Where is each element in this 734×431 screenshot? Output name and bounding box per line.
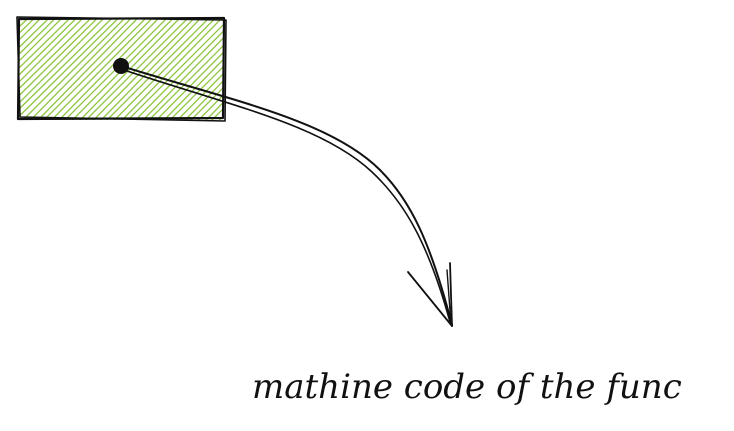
arrowhead-right (449, 262, 453, 327)
hatch-line (85, 18, 189, 120)
pointer-label: mathine code of the func (252, 367, 682, 407)
hatch-line (148, 44, 224, 120)
hatch-line (50, 18, 154, 120)
hatch-line (106, 18, 210, 120)
hatch-line (18, 18, 99, 98)
hatch-line (169, 65, 224, 120)
hatch-line (127, 23, 224, 120)
hatch-line (231, 16, 337, 122)
hatch-line (18, 18, 78, 77)
hatch-line (163, 57, 224, 120)
hatch-line (100, 18, 202, 120)
hatch-line (142, 36, 224, 120)
hatch-line (155, 50, 224, 120)
hatch-line (22, 18, 126, 120)
hatch-line (246, 16, 350, 122)
hatch-line (18, 18, 51, 50)
hatch-line (18, 18, 105, 105)
hatch-line (18, 18, 72, 70)
hatch-line (205, 100, 224, 120)
hatch-line (176, 72, 224, 120)
pointer-arrow (120, 65, 453, 327)
hatch-line (29, 18, 133, 120)
hatch-line (218, 114, 224, 120)
hatch-line (225, 16, 329, 122)
box-hatch-fill (18, 16, 350, 122)
hatch-line (18, 18, 93, 91)
hatch-line (190, 86, 224, 120)
hatch-line (43, 18, 147, 120)
hatch-line (121, 18, 223, 120)
box-outline (16, 16, 227, 122)
hatch-line (134, 29, 224, 120)
hatch-line (37, 18, 139, 120)
arrowhead-left (407, 271, 453, 327)
hatch-line (184, 79, 224, 120)
hatch-line (18, 18, 57, 57)
hatch-line (18, 18, 63, 63)
hatch-line (18, 18, 114, 111)
hatch-line (113, 18, 217, 120)
hatch-line (18, 18, 84, 84)
hatched-box (16, 16, 350, 122)
hatch-line (58, 18, 160, 120)
hatch-line (18, 18, 42, 42)
hatch-line (18, 18, 120, 119)
hatch-line (197, 93, 224, 120)
hatch-line (92, 18, 196, 120)
